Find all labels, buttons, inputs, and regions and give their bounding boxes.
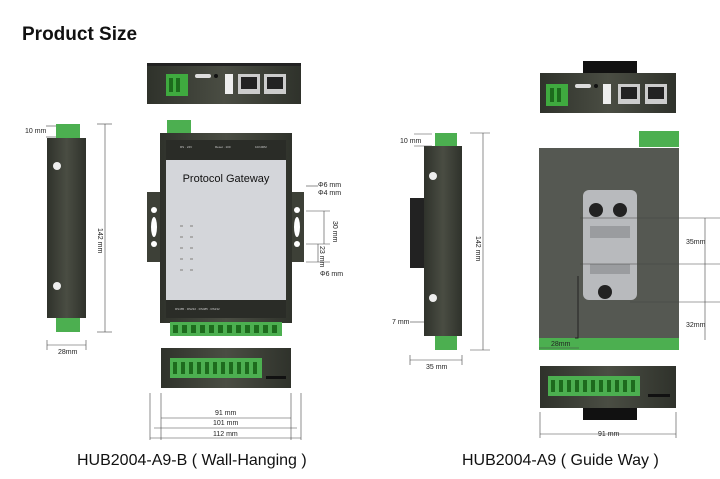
wall-dim-112: 112 mm <box>213 431 238 438</box>
rail-caption: HUB2004-A9 ( Guide Way ) <box>462 452 659 469</box>
device-label: Protocol Gateway <box>183 173 270 185</box>
rail-dim-bottom: 7 mm <box>392 319 410 326</box>
wall-front-view: RS · 24V Reset · 100 10/100M RS485 · RS2… <box>147 120 330 336</box>
wall-caption: HUB2004-A9-B ( Wall-Hanging ) <box>77 452 307 469</box>
rail-dim-32: 32mm <box>686 322 706 329</box>
rail-dim-width: 35 mm <box>426 364 448 371</box>
rail-top-view <box>540 61 676 113</box>
rail-dim-height: 142 mm <box>474 236 481 261</box>
wall-dim-height: 142 mm <box>96 228 103 253</box>
wall-side-view <box>46 123 112 350</box>
svg-text:Reset · 100: Reset · 100 <box>215 145 231 149</box>
wall-dim-hole-d1: Φ6 mm <box>318 182 341 189</box>
wall-dim-width: 28mm <box>58 349 78 356</box>
front-label-panel <box>166 160 286 300</box>
wall-dim-hole-offset: 23 mm <box>318 246 325 268</box>
rail-dim-top: 10 mm <box>400 138 422 145</box>
wall-dim-101: 101 mm <box>213 420 238 427</box>
wall-dim-hole-d2: Φ4 mm <box>318 190 341 197</box>
wall-dim-hole-d3: Φ6 mm <box>320 271 343 278</box>
rail-bottom-view <box>539 366 677 438</box>
page-title: Product Size <box>22 24 138 45</box>
usb-port <box>195 74 211 78</box>
wall-dim-top: 10 mm <box>25 128 47 135</box>
wall-bottom-view <box>149 348 302 440</box>
rail-dim-91: 91 mm <box>598 431 620 438</box>
wall-dim-hole-spacing: 30 mm <box>331 221 338 243</box>
rail-dim-28: 28mm <box>551 341 571 348</box>
wall-top-view <box>147 63 301 104</box>
svg-text:RS485 · RS232 · RS485 · RS232: RS485 · RS232 · RS485 · RS232 <box>175 307 220 311</box>
rail-back-view <box>539 131 720 350</box>
svg-text:RS · 24V: RS · 24V <box>180 145 192 149</box>
rail-dim-35: 35mm <box>686 239 706 246</box>
rail-side-view <box>409 132 490 365</box>
wall-dim-91: 91 mm <box>215 410 237 417</box>
svg-text:10/100M: 10/100M <box>255 145 267 149</box>
